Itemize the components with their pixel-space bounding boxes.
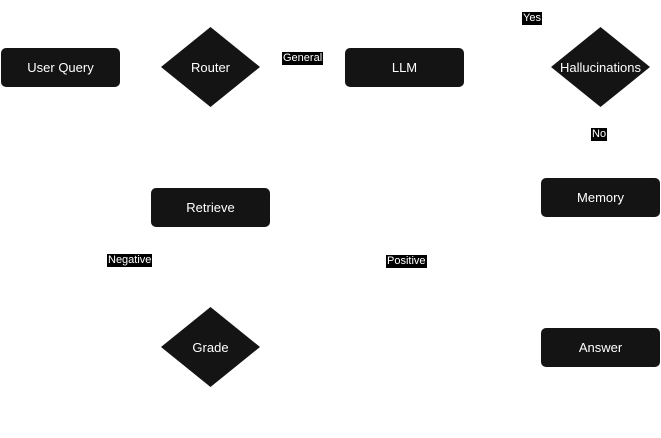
- memory-node: Memory: [541, 178, 660, 217]
- user-query-node: User Query: [1, 48, 120, 87]
- edge-label-yes: Yes: [522, 12, 542, 25]
- router-node: Router: [161, 27, 260, 107]
- memory-label: Memory: [577, 190, 624, 205]
- grade-label: Grade: [192, 339, 229, 355]
- edge-label-general: General: [282, 52, 324, 65]
- answer-node: Answer: [541, 328, 660, 367]
- hallucinations-diamond-shape: [551, 27, 650, 107]
- hallucinations-label: Hallucinations: [560, 59, 641, 75]
- user-query-label: User Query: [27, 60, 94, 75]
- edge-label-no: No: [591, 128, 608, 141]
- retrieve-node: Retrieve: [151, 188, 270, 227]
- grade-node: Grade: [161, 307, 260, 387]
- llm-node: LLM: [345, 48, 464, 87]
- answer-label: Answer: [578, 340, 623, 355]
- edge-label-positive: Positive: [386, 255, 427, 268]
- edge-label-negative: Negative: [107, 254, 153, 267]
- router-diamond-shape: [161, 27, 260, 107]
- hallucinations-node: Hallucinations: [551, 27, 650, 107]
- llm-label: LLM: [391, 60, 418, 75]
- retrieve-label: Retrieve: [186, 200, 235, 215]
- router-label: Router: [190, 59, 231, 75]
- grade-diamond-shape: [161, 307, 260, 387]
